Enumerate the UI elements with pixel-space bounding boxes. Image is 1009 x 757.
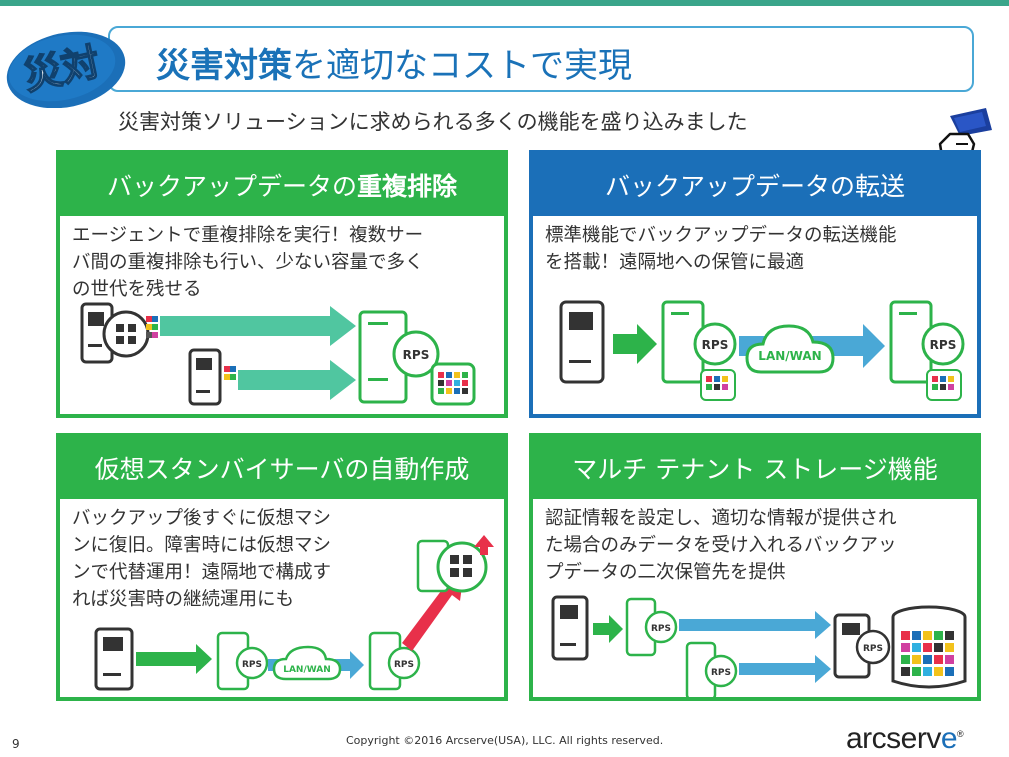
page-title: 災害対策を適切なコストで実現 xyxy=(156,46,632,86)
rps-label: RPS xyxy=(651,624,671,634)
rps-label: RPS xyxy=(242,660,262,670)
rps-server-icon: RPS xyxy=(368,631,421,691)
panel-virtual-standby: 仮想スタンバイサーバの自動作成 バックアップ後すぐに仮想マシ ンに復旧。障害時に… xyxy=(56,433,508,701)
rps-server-icon: RPS xyxy=(833,613,891,679)
transfer-arrow xyxy=(160,306,356,346)
virtual-machine-icon xyxy=(416,535,494,593)
subtitle: 災害対策ソリューションに求められる多くの機能を盛り込みました xyxy=(118,110,748,134)
panel-transfer: バックアップデータの転送 標準機能でバックアップデータの転送機能 を搭載！遠隔地… xyxy=(529,150,981,418)
panel-deduplication: バックアップデータの重複排除 エージェントで重複排除を実行！複数サー バ間の重複… xyxy=(56,150,508,418)
rps-label: RPS xyxy=(863,644,883,654)
network-label: LAN/WAN xyxy=(758,349,821,363)
top-accent-bar xyxy=(0,0,1009,6)
server-icon xyxy=(551,595,589,661)
rps-label: RPS xyxy=(394,660,414,670)
panel-deduplication-title: バックアップデータの重複排除 xyxy=(60,154,504,216)
transfer-arrow xyxy=(613,324,657,364)
panel-multitenant: マルチ テナント ストレージ機能 認証情報を設定し、適切な情報が提供され た場合… xyxy=(529,433,981,701)
arcserve-logo: arcserve® xyxy=(846,722,964,755)
panel-transfer-body: 標準機能でバックアップデータの転送機能 を搭載！遠隔地への保管に最適 xyxy=(545,225,897,273)
cloud-icon: LAN/WAN xyxy=(745,324,835,374)
transfer-arrow xyxy=(136,644,212,674)
server-icon xyxy=(188,348,222,406)
virtual-standby-diagram: RPS LAN/WAN RPS xyxy=(94,535,494,691)
cloud-icon: LAN/WAN xyxy=(272,645,342,681)
rps-server-icon: RPS xyxy=(889,300,965,401)
server-icon xyxy=(94,627,134,691)
rps-server-icon: RPS xyxy=(685,641,738,697)
title-box: 災害対策を適切なコストで実現 xyxy=(108,26,974,92)
data-blocks xyxy=(224,366,236,380)
transfer-arrow xyxy=(679,611,831,639)
page-number: 9 xyxy=(12,737,20,751)
storage-drum-icon xyxy=(891,605,967,689)
transfer-arrow xyxy=(593,615,623,643)
rps-server-icon: RPS xyxy=(216,631,269,691)
rps-label: RPS xyxy=(930,338,957,352)
rps-label: RPS xyxy=(403,348,430,362)
deduplication-diagram: RPS xyxy=(80,302,476,406)
rps-label: RPS xyxy=(702,338,729,352)
panel-multitenant-body: 認証情報を設定し、適切な情報が提供され た場合のみデータを受け入れるバックアッ … xyxy=(545,508,897,583)
panel-transfer-title: バックアップデータの転送 xyxy=(533,154,977,216)
copyright: Copyright ©2016 Arcserve(USA), LLC. All … xyxy=(346,734,664,747)
panel-multitenant-title: マルチ テナント ストレージ機能 xyxy=(533,437,977,499)
rps-label: RPS xyxy=(711,668,731,678)
server-icon xyxy=(80,302,150,364)
multitenant-diagram: RPS RPS RPS xyxy=(551,595,967,697)
panel-virtual-standby-title: 仮想スタンバイサーバの自動作成 xyxy=(60,437,504,499)
panel-virtual-standby-body: バックアップ後すぐに仮想マシ ンに復旧。障害時には仮想マシ ンで代替運用！遠隔地… xyxy=(72,508,332,610)
failover-arrow xyxy=(402,571,464,651)
server-icon xyxy=(559,300,605,384)
storage-drum-icon xyxy=(430,362,476,406)
rps-server-icon: RPS xyxy=(625,597,678,657)
transfer-arrow xyxy=(238,360,356,400)
network-label: LAN/WAN xyxy=(283,665,331,675)
transfer-diagram: RPS LAN/WAN RPS xyxy=(559,300,965,401)
data-blocks xyxy=(146,316,158,338)
rps-server-icon: RPS xyxy=(358,310,440,404)
panel-deduplication-body: エージェントで重複排除を実行！複数サー バ間の重複排除も行い、少ない容量で多く … xyxy=(72,225,424,300)
transfer-arrow xyxy=(739,655,831,683)
rps-server-icon: RPS xyxy=(661,300,737,401)
disaster-badge-icon: 災対 xyxy=(6,31,126,108)
